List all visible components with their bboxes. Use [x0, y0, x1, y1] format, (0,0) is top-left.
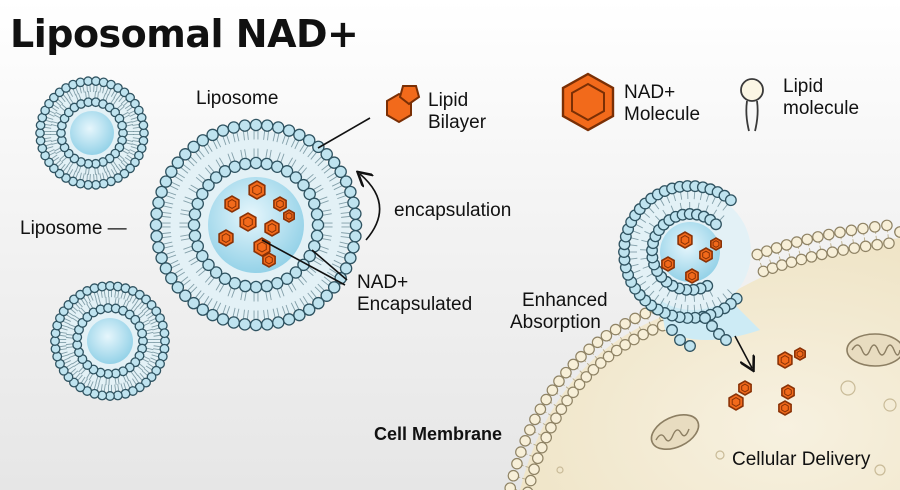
nad-encapsulated-pointer-1	[261, 239, 346, 286]
legend-nad-label-1: NAD+	[624, 82, 676, 103]
cell-membrane-label: Cell Membrane	[374, 424, 503, 444]
nad-encapsulated-label-2: Encapsulated	[357, 294, 473, 315]
delivery-arrow	[734, 335, 752, 368]
liposome-label-top: Liposome	[196, 88, 279, 109]
enhanced-absorption-label-2: Absorption	[510, 312, 601, 333]
lipid-bilayer-icon	[386, 85, 421, 124]
cell	[504, 219, 900, 490]
mitochondria-icon	[650, 413, 700, 451]
legend-lipid-label-1: Lipid	[783, 76, 824, 97]
encapsulation-label: encapsulation	[394, 200, 512, 221]
released-nad-molecules	[728, 347, 806, 416]
fusing-liposome	[618, 180, 760, 352]
mitochondria-icon	[846, 333, 900, 367]
lipid-bilayer-label-1: Lipid	[428, 90, 469, 111]
organelle-dots	[556, 380, 897, 476]
page-title: Liposomal NAD+	[10, 12, 359, 56]
nad-encapsulated-pointer-2	[311, 249, 348, 281]
legend-nad-label-2: Molecule	[624, 104, 701, 125]
lipid-bilayer-label-2: Bilayer	[428, 112, 487, 133]
enhanced-absorption-label-1: Enhanced	[522, 290, 608, 311]
lipid-molecule-icon	[740, 78, 764, 132]
nad-hexagon-icon	[561, 72, 615, 132]
lipid-bilayer-pointer	[317, 117, 371, 149]
encapsulation-arrow	[360, 174, 381, 241]
annotation-lines	[261, 117, 752, 368]
legend-lipid-label-2: molecule	[783, 98, 860, 119]
liposome-small-top	[35, 76, 149, 190]
nad-encapsulated-label-1: NAD+	[357, 272, 409, 293]
encapsulated-nad-molecules	[218, 180, 295, 268]
liposome-small-bottom	[50, 281, 170, 401]
cellular-delivery-label: Cellular Delivery	[732, 449, 871, 470]
liposome-label-left: Liposome —	[20, 218, 127, 239]
